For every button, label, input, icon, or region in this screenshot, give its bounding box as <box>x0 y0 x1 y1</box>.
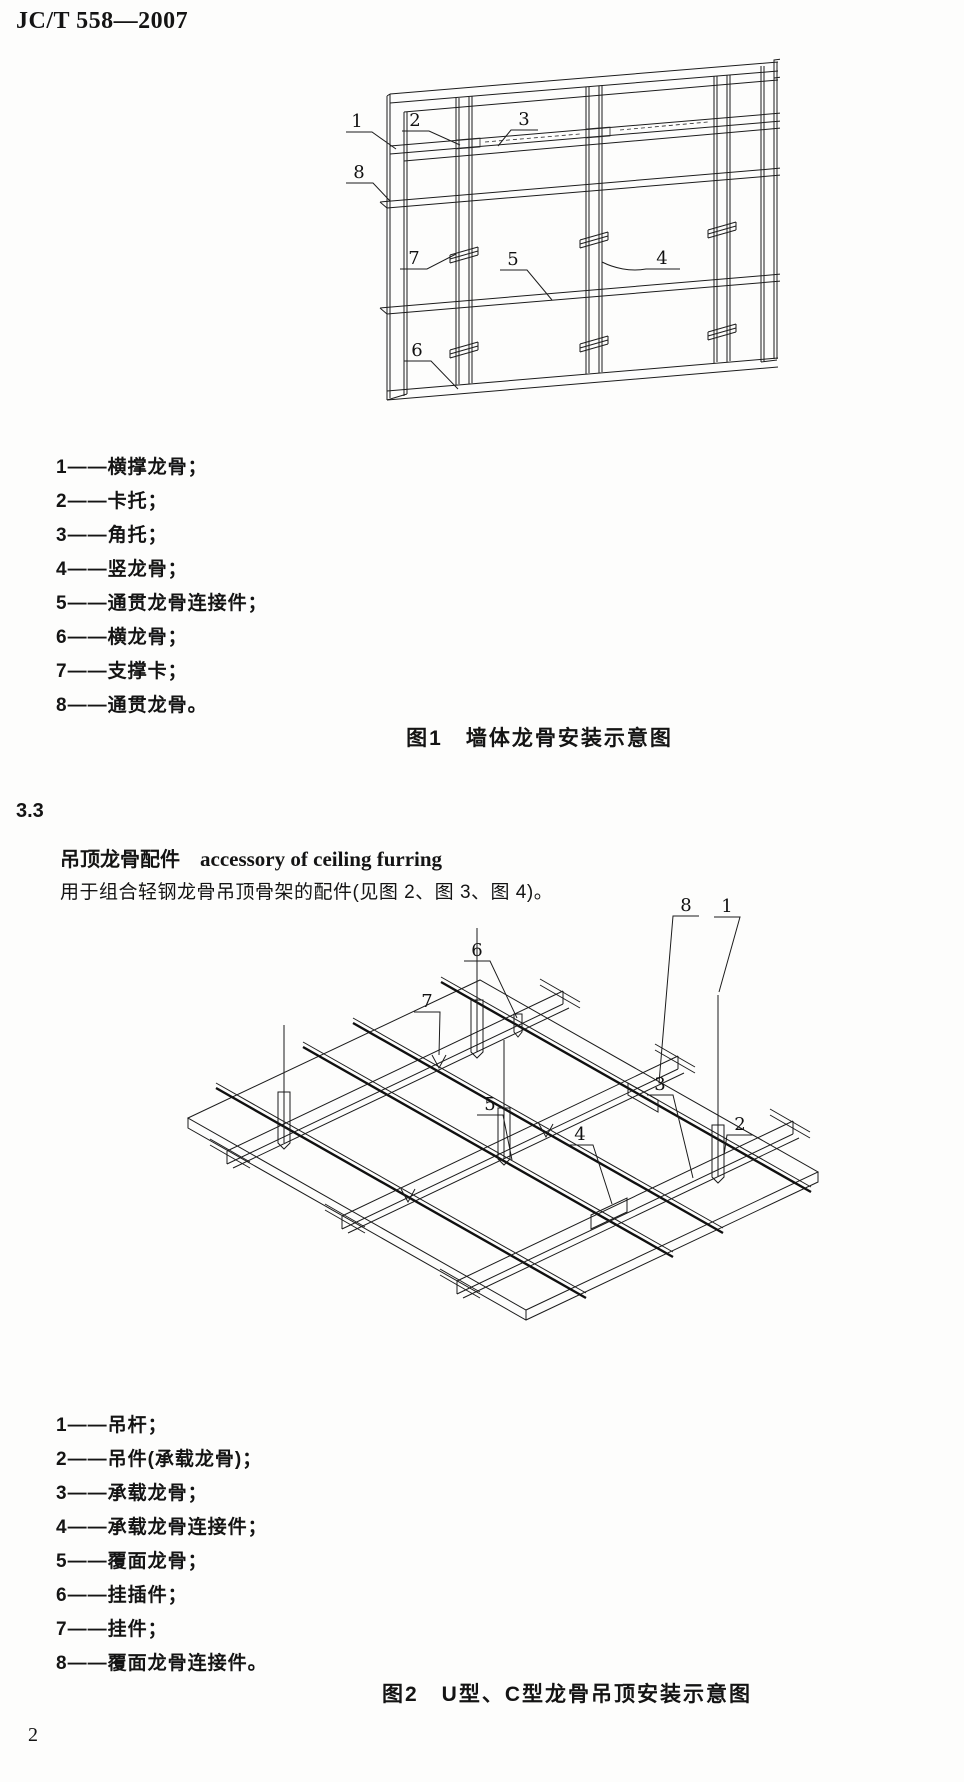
figure2-callout-3: 3 <box>654 1074 665 1095</box>
figure1-studs <box>455 75 731 385</box>
term-heading-row: 吊顶龙骨配件 accessory of ceiling furring <box>60 843 442 872</box>
figure1-legend: 1——横撑龙骨； 2——卡托； 3——角托； 4——竖龙骨； 5——通贯龙骨连接… <box>56 448 268 720</box>
figure1-legend-item: 1——横撑龙骨； <box>56 456 208 478</box>
figure2-callout-8: 8 <box>680 895 691 916</box>
figure2-caption: 图2 U型、C型龙骨吊顶安装示意图 <box>381 1683 752 1706</box>
figure1-legend-item: 3——角托； <box>56 524 168 546</box>
figure1-frame <box>386 58 780 401</box>
figure1-callout-6: 6 <box>411 340 422 361</box>
figure1-runners <box>379 112 780 315</box>
figure2-legend-item: 8——覆面龙骨连接件。 <box>56 1652 268 1674</box>
figure1-callout-2: 2 <box>409 110 420 131</box>
figure2-legend-item: 1——吊杆； <box>56 1414 168 1436</box>
figure2-callout-4: 4 <box>574 1124 585 1145</box>
figure1-callout-1: 1 <box>351 111 362 132</box>
figure1-caption: 图1 墙体龙骨安装示意图 <box>406 727 673 750</box>
figure2-connector-sleeves <box>590 1082 659 1230</box>
document-number-header: JC/T 558—2007 <box>16 8 189 34</box>
figure1-callout-4: 4 <box>656 248 667 269</box>
page-number: 2 <box>28 1724 38 1746</box>
term-definition: 用于组合轻钢龙骨吊顶骨架的配件(见图 2、图 3、图 4)。 <box>60 882 554 903</box>
figure1-legend-item: 7——支撑卡； <box>56 660 188 682</box>
term-chinese: 吊顶龙骨配件 <box>60 849 180 871</box>
figure2-callout-5: 5 <box>484 1094 495 1115</box>
figure2-callout-7: 7 <box>421 991 432 1012</box>
figure2-legend-item: 7——挂件； <box>56 1618 168 1640</box>
figure2-legend-item: 4——承载龙骨连接件； <box>56 1516 268 1538</box>
figure2-callout-labels: 7 6 8 1 3 4 5 2 <box>414 895 753 1205</box>
figure1-callout-5: 5 <box>507 249 518 270</box>
figure2-callout-6: 6 <box>471 940 482 961</box>
figure2-ceiling-plate <box>186 979 820 1321</box>
figure2-hangers <box>277 928 725 1184</box>
term-english: accessory of ceiling furring <box>200 847 443 871</box>
figure2-legend-item: 3——承载龙骨； <box>56 1482 208 1504</box>
figure1-legend-item: 2——卡托； <box>56 490 168 512</box>
figure1-support-clips <box>449 221 737 359</box>
figure2-callout-2: 2 <box>734 1114 745 1135</box>
figure1-callout-3: 3 <box>518 109 529 130</box>
figure2-ceiling-furring-drawing: 7 6 8 1 3 4 5 2 <box>186 895 820 1321</box>
figure1-legend-item: 4——竖龙骨； <box>56 558 188 580</box>
figure1-callout-8: 8 <box>353 162 364 183</box>
figure1-wall-furring-drawing: 1 2 3 8 7 5 4 6 <box>346 58 780 401</box>
figure2-callout-1: 1 <box>721 896 732 917</box>
section-number-3-3: 3.3 <box>16 800 44 822</box>
figure2-legend-item: 6——挂插件； <box>56 1584 188 1606</box>
figure1-callout-7: 7 <box>408 248 419 269</box>
figure2-legend-item: 5——覆面龙骨； <box>56 1550 208 1572</box>
figure1-callout-labels: 1 2 3 8 7 5 4 6 <box>346 109 680 390</box>
figure2-clips <box>400 1013 554 1204</box>
figure2-legend: 1——吊杆； 2——吊件(承载龙骨)； 3——承载龙骨； 4——承载龙骨连接件；… <box>56 1406 268 1678</box>
figure1-legend-item: 8——通贯龙骨。 <box>56 694 208 716</box>
figure2-legend-item: 2——吊件(承载龙骨)； <box>56 1448 263 1470</box>
figure1-legend-item: 6——横龙骨； <box>56 626 188 648</box>
figure1-legend-item: 5——通贯龙骨连接件； <box>56 592 268 614</box>
